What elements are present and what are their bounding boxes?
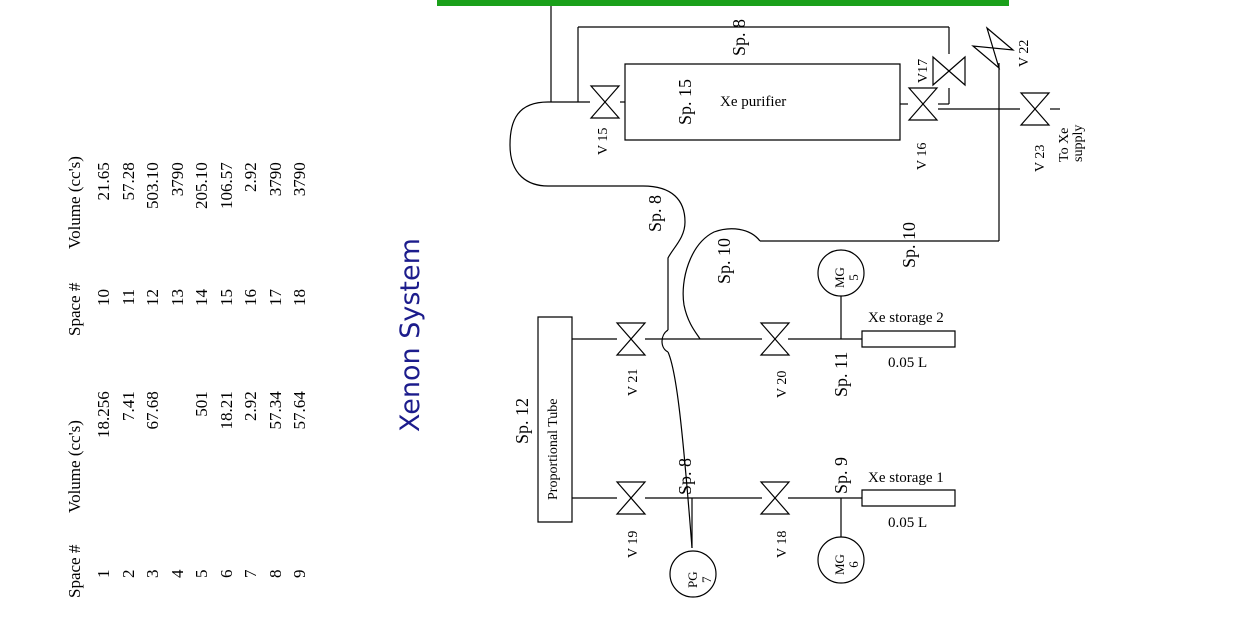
table-cell-volume: 18.21: [216, 391, 236, 430]
mg6-label: MG 6: [832, 554, 861, 575]
table2-volume-column: 21.65 57.28 503.10 3790 205.10 106.57 2.92 3790…: [92, 162, 313, 209]
table-cell-volume: 57.28: [118, 162, 138, 201]
valve-v23: [1021, 93, 1049, 125]
table-cell-volume: 205.10: [192, 162, 211, 209]
pipe-bend: [510, 102, 643, 186]
manometer-gauge-mg6: [818, 537, 864, 583]
manometer-gauge-mg5: [818, 250, 864, 296]
xe-storage-1-tube: [862, 490, 955, 506]
table-cell-space: 15: [216, 289, 236, 306]
space-12-label: Sp. 12: [512, 397, 532, 444]
valve-v21-label: V 21: [626, 368, 641, 396]
pipe-bend: [643, 186, 685, 330]
table-cell-volume: 57.64: [290, 391, 309, 430]
table-cell-volume: 3790: [167, 162, 187, 197]
table-cell-space: 2: [118, 569, 138, 579]
table-cell-volume: 3790: [290, 162, 309, 197]
xe-storage-2-tube: [862, 331, 955, 347]
proportional-tube-label: Proportional Tube: [546, 398, 561, 500]
space-10-label-b: Sp. 10: [899, 221, 919, 268]
table-cell-volume: 21.65: [94, 162, 113, 201]
valve-v22: [973, 28, 1013, 68]
space-15-label: Sp. 15: [675, 78, 695, 125]
xe-storage-1-volume: 0.05 L: [888, 515, 928, 531]
valve-v17: [933, 57, 965, 85]
valve-v19-label: V 19: [626, 530, 641, 558]
valve-v19: [617, 482, 645, 514]
space-8-label-mid: Sp. 8: [645, 194, 665, 232]
valve-v15-label: V 15: [596, 127, 611, 155]
valve-v16-label: V 16: [915, 142, 930, 170]
green-header-bar: [437, 0, 1009, 6]
table-cell-space: 17: [265, 289, 285, 306]
valve-v16: [909, 88, 937, 120]
valve-v21: [617, 323, 645, 355]
table-cell-space: 18: [290, 289, 309, 306]
table1-volume-header: Volume (cc's): [65, 420, 84, 513]
table-cell-space: 13: [167, 289, 187, 306]
valve-v20: [761, 323, 789, 355]
table-cell-space: 14: [192, 289, 211, 306]
pg7-label: PG 7: [685, 571, 714, 588]
table-cell-volume: 3790: [265, 162, 285, 197]
table2-space-column: 10 11 12 13 14 15 16 17 18: [92, 289, 313, 306]
xe-storage-1-label: Xe storage 1: [868, 470, 944, 486]
table-cell-space: 12: [143, 289, 162, 306]
valve-v18: [761, 482, 789, 514]
xe-storage-2-label: Xe storage 2: [868, 310, 944, 326]
space-10-label-a: Sp. 10: [714, 237, 734, 284]
table1-volume-column: 18.256 7.41 67.68 501 18.21 2.92 57.34 57.64: [92, 391, 313, 438]
xe-storage-2-volume: 0.05 L: [888, 355, 928, 371]
table-cell-volume: 7.41: [118, 391, 138, 421]
space-8-label-low: Sp. 8: [675, 457, 695, 495]
table-cell-volume: 2.92: [241, 162, 260, 192]
table-cell-space: 8: [265, 569, 285, 579]
xe-purifier-label: Xe purifier: [720, 94, 787, 110]
valve-v18-label: V 18: [775, 530, 790, 558]
table-cell-space: 3: [143, 569, 162, 579]
table-cell-space: 6: [216, 569, 236, 579]
valve-v23-label: V 23: [1033, 144, 1048, 172]
valve-v15: [591, 86, 619, 118]
table1-space-header: Space #: [65, 544, 84, 598]
valve-v17-label: V17: [916, 58, 931, 83]
pressure-gauge-pg7: [670, 551, 716, 597]
table-cell-space: 9: [290, 569, 309, 579]
space-11-label: Sp. 11: [831, 351, 851, 397]
valve-v20-label: V 20: [775, 370, 790, 398]
table-cell-space: 4: [167, 569, 187, 579]
xe-supply-label: To Xe supply: [1057, 124, 1086, 162]
table-cell-space: 16: [241, 289, 260, 306]
table2-space-header: Space #: [65, 282, 84, 336]
table-cell-volume: 106.57: [216, 162, 236, 209]
table-cell-volume: 501: [192, 391, 211, 417]
proportional-tube-box: [538, 317, 572, 522]
table-cell-volume: 503.10: [143, 162, 162, 209]
table-cell-volume: [166, 391, 191, 395]
table-cell-space: 5: [192, 569, 211, 579]
table-cell-volume: 67.68: [143, 391, 162, 430]
table-cell-space: 11: [118, 289, 138, 306]
table-cell-volume: 18.256: [94, 391, 113, 438]
table-cell-volume: 57.34: [265, 391, 285, 430]
table-cell-space: 10: [94, 289, 113, 306]
table2-volume-header: Volume (cc's): [65, 156, 84, 249]
valve-v22-label: V 22: [1017, 39, 1032, 67]
pipe-bend: [668, 352, 692, 548]
table-cell-volume: 2.92: [241, 391, 260, 421]
space-8-label-top: Sp. 8: [729, 18, 749, 56]
mg5-label: MG 5: [832, 267, 861, 288]
pipe-crossover: [662, 330, 668, 352]
pipe-bend: [683, 229, 760, 339]
space-9-label: Sp. 9: [831, 456, 851, 494]
table-cell-space: 1: [94, 569, 113, 579]
table-cell-space: 7: [241, 569, 260, 579]
page-title: Xenon System: [395, 238, 426, 432]
